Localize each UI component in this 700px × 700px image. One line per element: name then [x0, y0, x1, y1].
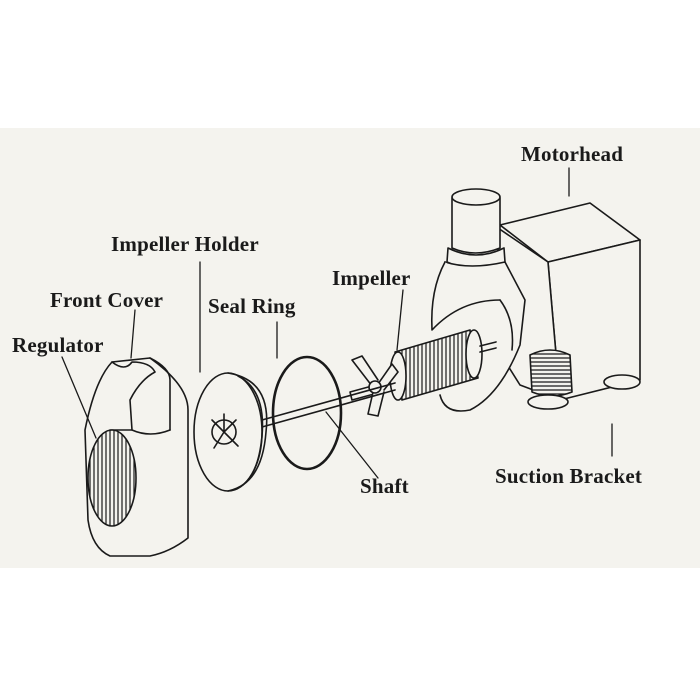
impeller-part — [349, 329, 497, 417]
label-impeller-holder: Impeller Holder — [111, 232, 259, 256]
label-shaft: Shaft — [360, 474, 409, 498]
label-seal-ring: Seal Ring — [208, 294, 296, 318]
outlet-tube — [446, 188, 506, 270]
impeller-holder-part — [193, 372, 268, 492]
shaft-part — [261, 382, 396, 428]
label-front-cover: Front Cover — [50, 288, 164, 312]
seal-ring-part — [271, 355, 343, 471]
motorhead-part — [496, 202, 641, 410]
leader-lines — [61, 167, 613, 479]
label-motorhead: Motorhead — [521, 142, 624, 166]
label-regulator: Regulator — [12, 333, 104, 357]
front-cover-part — [84, 357, 189, 557]
label-suction-bracket: Suction Bracket — [495, 464, 643, 488]
label-impeller: Impeller — [332, 266, 411, 290]
